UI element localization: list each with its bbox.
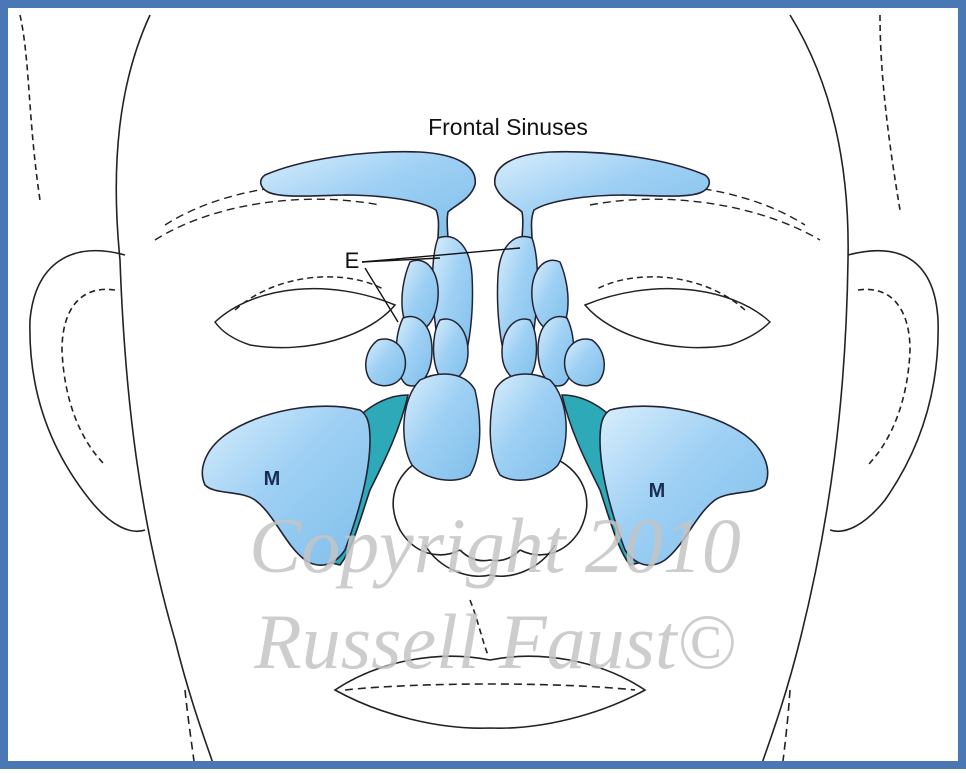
ethmoid-right-outer bbox=[565, 339, 605, 386]
watermark-line-1: Copyright 2010 bbox=[249, 502, 741, 589]
left-central-chamber bbox=[404, 374, 480, 480]
watermark-line-2: Russell Faust© bbox=[253, 598, 736, 685]
ethmoid-label: E bbox=[345, 248, 360, 273]
right-central-chamber bbox=[490, 374, 566, 480]
ethmoid-left-outer bbox=[366, 339, 406, 386]
frontal-sinuses-label: Frontal Sinuses bbox=[428, 114, 588, 140]
maxillary-right-label: M bbox=[649, 480, 666, 502]
maxillary-left-label: M bbox=[264, 468, 281, 490]
